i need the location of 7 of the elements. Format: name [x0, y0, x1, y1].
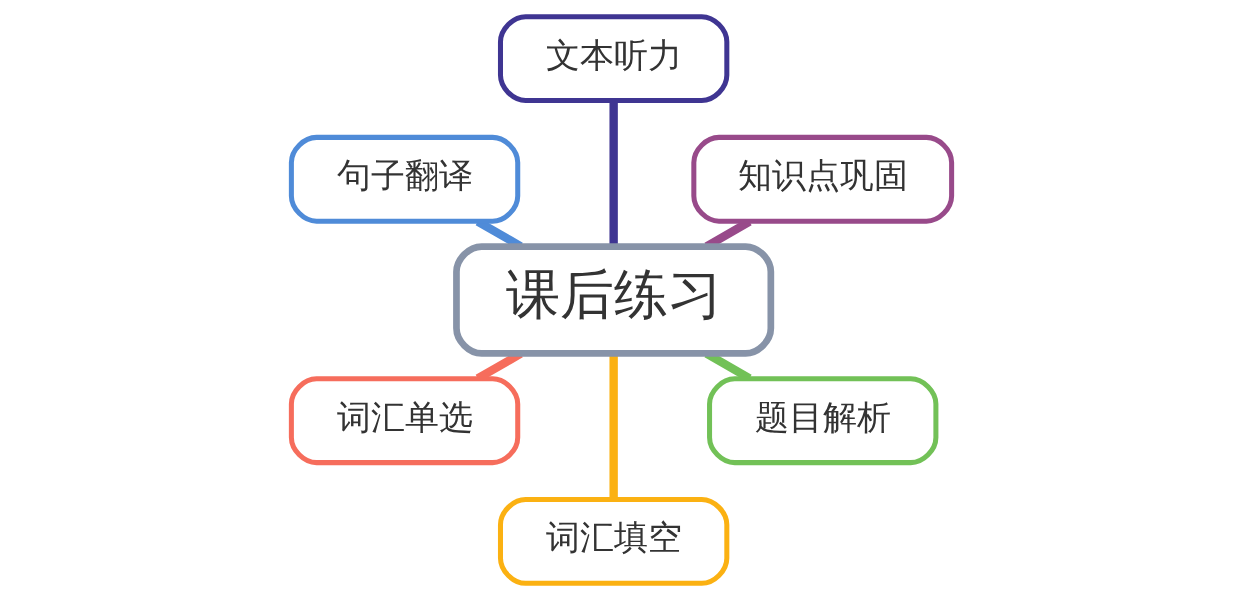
- node-box: 课后练习: [452, 243, 774, 357]
- node-box: 词汇单选: [288, 376, 520, 466]
- node-box: 词汇填空: [497, 497, 729, 586]
- node-box: 知识点巩固: [690, 134, 954, 224]
- node-box: 句子翻译: [288, 134, 520, 224]
- node-box: 文本听力: [497, 14, 729, 103]
- node-box: 题目解析: [706, 376, 938, 466]
